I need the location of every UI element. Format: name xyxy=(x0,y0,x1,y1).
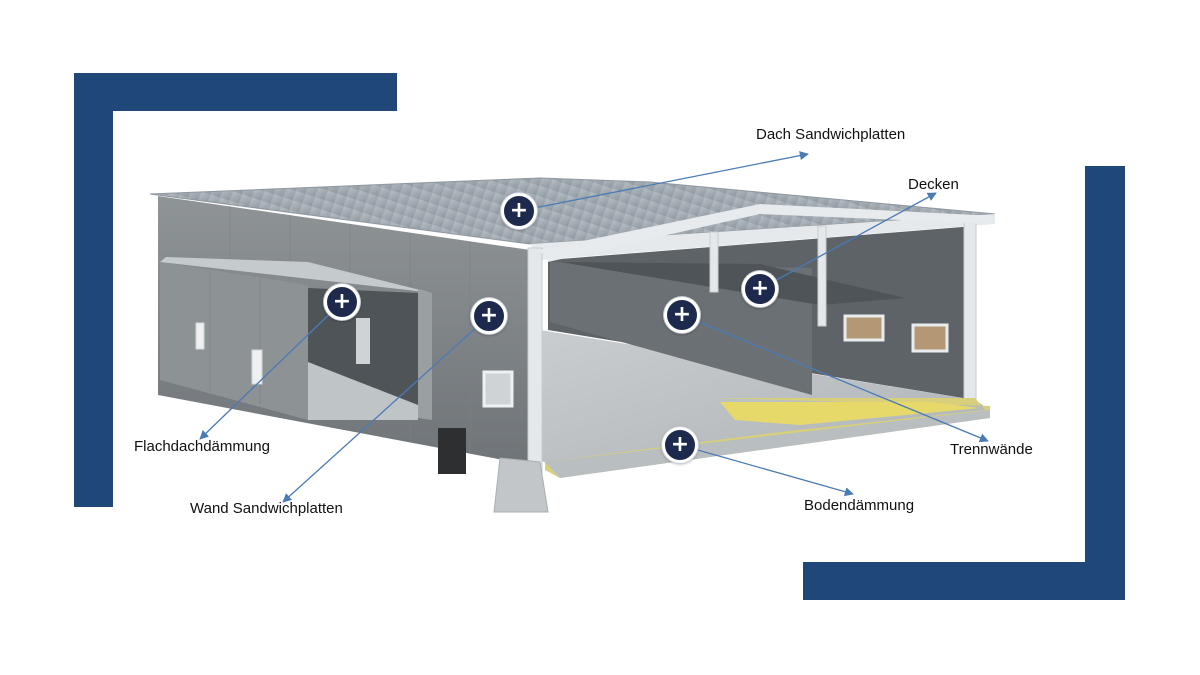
plus-icon: + xyxy=(670,432,690,457)
floor-insulation-yellow xyxy=(720,402,980,425)
label-bodendaemmung: Bodendämmung xyxy=(804,497,915,514)
interior-window-1 xyxy=(843,314,885,342)
hotspot-decken[interactable]: + xyxy=(742,271,778,307)
hotspot-trennwaende[interactable]: + xyxy=(664,297,700,333)
foundation-dark-block xyxy=(438,428,466,474)
annex-door xyxy=(356,318,370,364)
plus-icon: + xyxy=(509,198,529,223)
wall-window-main xyxy=(482,370,514,408)
annex-window-1 xyxy=(195,322,205,350)
hotspot-bodendaemmung[interactable]: + xyxy=(662,427,698,463)
foundation-pier xyxy=(493,457,549,513)
connector-flachdach xyxy=(199,301,343,440)
plus-icon: + xyxy=(672,302,692,327)
label-wand-sandwichplatten: Wand Sandwichplatten xyxy=(190,500,343,517)
label-decken: Decken xyxy=(908,176,959,193)
label-trennwaende: Trennwände xyxy=(950,441,1033,458)
annex-window-2 xyxy=(251,349,263,385)
interior-window-2 xyxy=(911,323,949,353)
connector-decken xyxy=(759,192,937,290)
plus-icon: + xyxy=(479,303,499,328)
hotspot-dach-sandwichplatten[interactable]: + xyxy=(501,193,537,229)
frame-top-left-vertical xyxy=(74,73,113,507)
label-dach-sandwichplatten: Dach Sandwichplatten xyxy=(756,126,906,143)
plus-icon: + xyxy=(750,276,770,301)
connector-boden xyxy=(679,444,854,497)
connector-dach xyxy=(518,151,809,212)
plus-icon: + xyxy=(332,289,352,314)
connector-trennwaende xyxy=(681,314,989,443)
frame-top-left-horizontal xyxy=(74,73,397,111)
annex-roof xyxy=(160,257,432,293)
label-flachdachdaemmung: Flachdachdämmung xyxy=(134,438,270,455)
floor-slab-edge xyxy=(545,410,990,478)
interior-floor xyxy=(540,330,990,470)
hotspot-wand-sandwichplatten[interactable]: + xyxy=(471,298,507,334)
building xyxy=(149,177,996,513)
frame-bottom-right-vertical xyxy=(1085,166,1125,600)
roof-cut-edge xyxy=(530,214,995,260)
connector-wand xyxy=(282,315,490,503)
main-roof xyxy=(149,177,996,245)
frame-bottom-right-horizontal xyxy=(803,562,1125,600)
steel-frame-rafter xyxy=(540,204,995,262)
annex-front-wall xyxy=(418,290,432,420)
annex-wall xyxy=(160,262,308,420)
hotspot-flachdachdaemmung[interactable]: + xyxy=(324,284,360,320)
